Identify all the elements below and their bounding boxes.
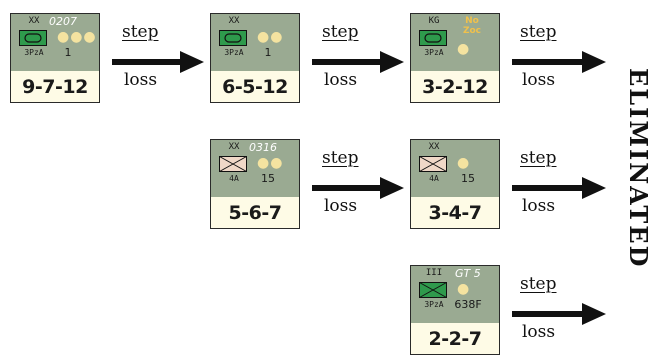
formation-label: 3PzA	[424, 300, 444, 309]
counter-top: XX 0316 ●● 4A 15	[211, 140, 299, 197]
step-loss-arrow-icon	[312, 51, 404, 73]
counter-3-4-7: XX ● 4A 15 3-4-7	[410, 139, 500, 229]
step-loss-arrow-icon	[312, 177, 404, 199]
step-loss-arrow-icon	[512, 177, 606, 199]
counter-9-7-12: XX 0207 ●●● 3PzA 1 9-7-12	[10, 13, 100, 103]
combat-rating: 6-5-12	[211, 71, 299, 102]
counter-top: III GT 5 ● 3PzA 638F	[411, 266, 499, 323]
unit-size: XX	[228, 16, 240, 26]
step-loss-arrow-icon	[512, 303, 606, 325]
step-dots: ●●●	[57, 29, 97, 45]
unit-ident: 0316	[249, 141, 277, 154]
eliminated-label: ELIMINATED	[624, 68, 650, 269]
no-zoc-label: No Zoc	[462, 16, 482, 36]
counter-top: XX ● 4A 15	[411, 140, 499, 197]
counter-5-6-7: XX 0316 ●● 4A 15 5-6-7	[210, 139, 300, 229]
unit-size: XX	[428, 142, 440, 152]
step-loss-arrow-icon	[512, 51, 606, 73]
combat-rating: 3-2-12	[411, 71, 499, 102]
counter-3-2-12: KG No Zoc ● 3PzA 3-2-12	[410, 13, 500, 103]
strength-value: 15	[461, 172, 475, 185]
unit-ident: GT 5	[455, 267, 481, 280]
step-dots: ●	[457, 281, 471, 297]
step-loss-arrow-icon	[112, 51, 204, 73]
step-dots: ●	[457, 41, 471, 57]
combat-rating: 3-4-7	[411, 197, 499, 228]
step-dots: ●	[457, 155, 471, 171]
armor-symbol-icon	[19, 30, 47, 46]
step-label: step	[520, 274, 557, 294]
counter-top: XX 0207 ●●● 3PzA 1	[11, 14, 99, 71]
infantry-symbol-icon	[419, 156, 447, 172]
unit-size: III	[425, 268, 443, 278]
unit-ident: 0207	[49, 15, 77, 28]
strength-value: 638F	[454, 298, 482, 311]
combat-rating: 5-6-7	[211, 197, 299, 228]
loss-label: loss	[522, 70, 556, 90]
formation-label: 3PzA	[24, 48, 44, 57]
formation-label: 4A	[229, 174, 239, 183]
formation-label: 4A	[429, 174, 439, 183]
step-label: step	[520, 148, 557, 168]
step-dots: ●●	[257, 29, 284, 45]
counter-6-5-12: XX ●● 3PzA 1 6-5-12	[210, 13, 300, 103]
combat-rating: 2-2-7	[411, 323, 499, 354]
step-label: step	[322, 148, 359, 168]
unit-size: XX	[228, 142, 240, 152]
armor-symbol-icon	[219, 30, 247, 46]
loss-label: loss	[324, 196, 358, 216]
step-dots: ●●	[257, 155, 284, 171]
loss-label: loss	[522, 196, 556, 216]
loss-label: loss	[324, 70, 358, 90]
loss-label: loss	[124, 70, 158, 90]
panzergrenadier-symbol-icon	[419, 282, 447, 298]
formation-label: 3PzA	[224, 48, 244, 57]
unit-size: KG	[428, 16, 440, 26]
step-label: step	[520, 22, 557, 42]
counter-top: KG No Zoc ● 3PzA	[411, 14, 499, 71]
counter-top: XX ●● 3PzA 1	[211, 14, 299, 71]
formation-label: 3PzA	[424, 48, 444, 57]
strength-value: 1	[264, 46, 272, 59]
strength-value: 1	[64, 46, 72, 59]
step-label: step	[322, 22, 359, 42]
combat-rating: 9-7-12	[11, 71, 99, 102]
unit-size: XX	[28, 16, 40, 26]
armor-symbol-icon	[419, 30, 447, 46]
infantry-symbol-icon	[219, 156, 247, 172]
loss-label: loss	[522, 322, 556, 342]
counter-2-2-7: III GT 5 ● 3PzA 638F 2-2-7	[410, 265, 500, 355]
strength-value: 15	[261, 172, 275, 185]
step-label: step	[122, 22, 159, 42]
